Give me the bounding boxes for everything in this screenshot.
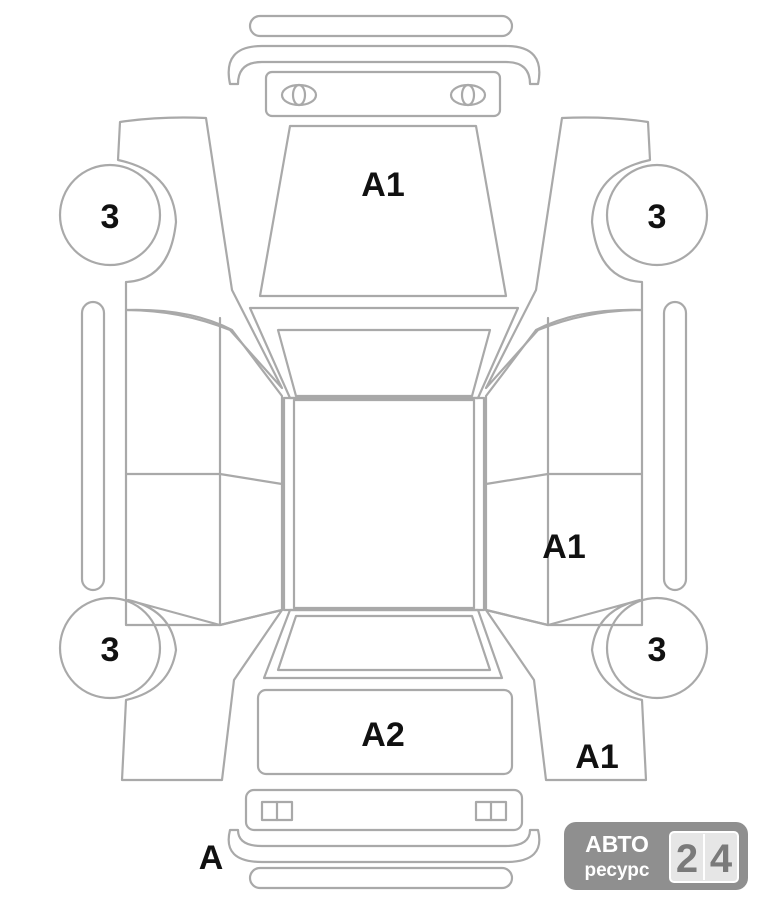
rear-panel: [244, 788, 524, 832]
rear-window-outer: [262, 608, 504, 680]
front-left-wheel-label: 3: [101, 198, 120, 236]
rear-bumper-label: A: [199, 839, 224, 877]
headlight-right: [449, 83, 487, 107]
front-left-wheel: [58, 163, 162, 267]
right-rear-door-label: A1: [542, 528, 585, 566]
front-right-wheel: [605, 163, 709, 267]
watermark-line1: АВТО: [585, 831, 649, 857]
trunk-lid: [256, 688, 514, 776]
rear-section: [227, 788, 541, 890]
roof-inner: [292, 398, 476, 610]
rear-left-wheel: [58, 596, 162, 700]
rear-right-wheel-label: 3: [648, 631, 667, 669]
rear-window: [276, 614, 492, 672]
left-rear-quarter: [120, 598, 284, 782]
trunk-label: A2: [361, 716, 404, 754]
right-side: [484, 116, 688, 782]
cowl-outer: [248, 306, 520, 400]
hood-label: A1: [361, 166, 404, 204]
right-sill: [662, 300, 688, 592]
watermark-line2: ресурс: [585, 860, 650, 881]
watermark-digit-1: 2: [676, 837, 698, 881]
front-section: [227, 14, 541, 118]
front-right-wheel-label: 3: [648, 198, 667, 236]
watermark-digit-2: 4: [710, 837, 733, 881]
rear-bumper-strip: [248, 866, 514, 890]
right-rear-quarter: [484, 598, 648, 782]
rear-bumper: [227, 828, 541, 864]
avtoresurs-watermark: АВТО ресурс 2 4: [564, 822, 748, 890]
rear-right-wheel: [605, 596, 709, 700]
hood: [258, 124, 508, 298]
front-bumper-strip: [248, 14, 514, 38]
roof-outer: [282, 396, 486, 612]
rear-left-wheel-label: 3: [101, 631, 120, 669]
left-side: [80, 116, 284, 782]
left-sill: [80, 300, 106, 592]
right-rear-quarter-label: A1: [575, 738, 618, 776]
front-bumper: [227, 44, 541, 86]
left-doors: [124, 308, 284, 627]
front-grille: [264, 70, 502, 118]
right-doors: [484, 308, 644, 627]
windshield: [276, 328, 492, 398]
headlight-left: [280, 83, 318, 107]
